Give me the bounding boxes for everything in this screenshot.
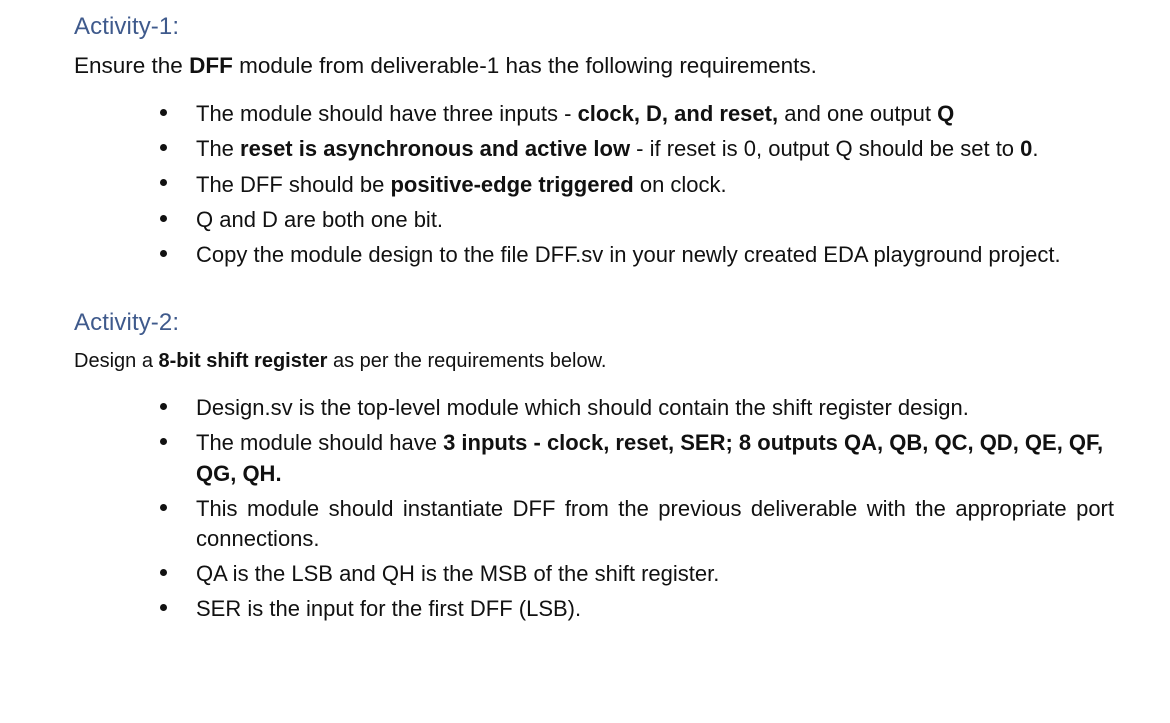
list-item: Design.sv is the top-level module which … [152,393,1114,423]
text-part: - if reset is 0, output Q should be set … [630,136,1021,162]
activity-2-section: Activity-2: Design a 8-bit shift registe… [0,308,1170,624]
bullet-text: This module should instantiate DFF from … [196,495,1114,551]
bullet-text: QA is the LSB and QH is the MSB of the s… [196,560,720,586]
activity-1-heading: Activity-1: [74,13,180,40]
bullet-text: The DFF should be positive-edge triggere… [196,170,1114,200]
list-item: Copy the module design to the file DFF.s… [152,240,1114,270]
bullet-text: Q and D are both one bit. [196,205,1114,235]
list-item: The DFF should be positive-edge triggere… [152,170,1114,200]
text-part: The DFF should be [196,171,391,197]
list-item: This module should instantiate DFF from … [152,494,1114,554]
text-bold: 3 inputs - clock, reset, SER; 8 outputs … [196,430,1104,486]
bullet-dot-icon [160,109,167,117]
text-part: The module should have three inputs - [196,101,578,127]
bullet-dot-icon [160,568,167,576]
text-part: The [196,136,241,162]
activity-2-heading: Activity-2: [74,308,180,336]
bullet-dot-icon [160,214,167,222]
text-part: Q and D are both one bit. [196,206,444,232]
text-part: and one output [778,101,938,127]
bullet-text: Copy the module design to the file DFF.s… [196,241,1061,267]
text-bold: Q [937,101,955,127]
bullet-text: The module should have 3 inputs - clock,… [196,428,1114,488]
bullet-dot-icon [160,249,167,257]
bullet-dot-icon [160,403,167,411]
activity-2-intro-paragraph: Design a 8-bit shift register as per the… [74,350,1170,373]
bullet-text: SER is the input for the first DFF (LSB)… [196,596,582,622]
bullet-text: The reset is asynchronous and active low… [196,134,1114,164]
intro-text-suffix: as per the requirements below. [327,350,607,373]
list-item: Q and D are both one bit. [152,205,1114,235]
intro-text-suffix: module from deliverable-1 has the follow… [232,53,817,79]
text-part: . [1032,136,1039,162]
activity-1-intro-paragraph: Ensure the DFF module from deliverable-1… [74,53,1170,79]
text-bold: reset is asynchronous and active low [240,136,631,162]
bullet-dot-icon [160,603,167,611]
bullet-text: The module should have three inputs - cl… [196,99,1114,129]
text-bold: positive-edge triggered [390,171,634,197]
intro-text-prefix: Ensure the [74,53,190,79]
intro-text-prefix: Design a [74,350,159,373]
text-bold: clock, D, and reset, [577,101,779,127]
bullet-text: Design.sv is the top-level module which … [196,395,969,421]
text-part: on clock. [633,171,727,197]
bullet-dot-icon [160,179,167,187]
bullet-dot-icon [160,144,167,152]
activity-2-bullet-list: Design.sv is the top-level module which … [152,393,1114,624]
list-item: The module should have 3 inputs - clock,… [152,428,1114,488]
activity-1-section: Activity-1: Ensure the DFF module from d… [0,13,1170,270]
list-item: SER is the input for the first DFF (LSB)… [152,594,1114,624]
intro-text-bold: 8-bit shift register [158,350,328,373]
list-item: The reset is asynchronous and active low… [152,134,1114,164]
list-item: QA is the LSB and QH is the MSB of the s… [152,559,1114,589]
list-item: The module should have three inputs - cl… [152,99,1114,129]
text-bold: 0 [1020,136,1033,162]
intro-text-bold: DFF [189,53,233,79]
bullet-dot-icon [160,438,167,446]
document-page: Activity-1: Ensure the DFF module from d… [0,13,1170,723]
text-part: The module should have [196,430,444,456]
bullet-dot-icon [160,503,167,511]
activity-1-bullet-list: The module should have three inputs - cl… [152,99,1114,270]
